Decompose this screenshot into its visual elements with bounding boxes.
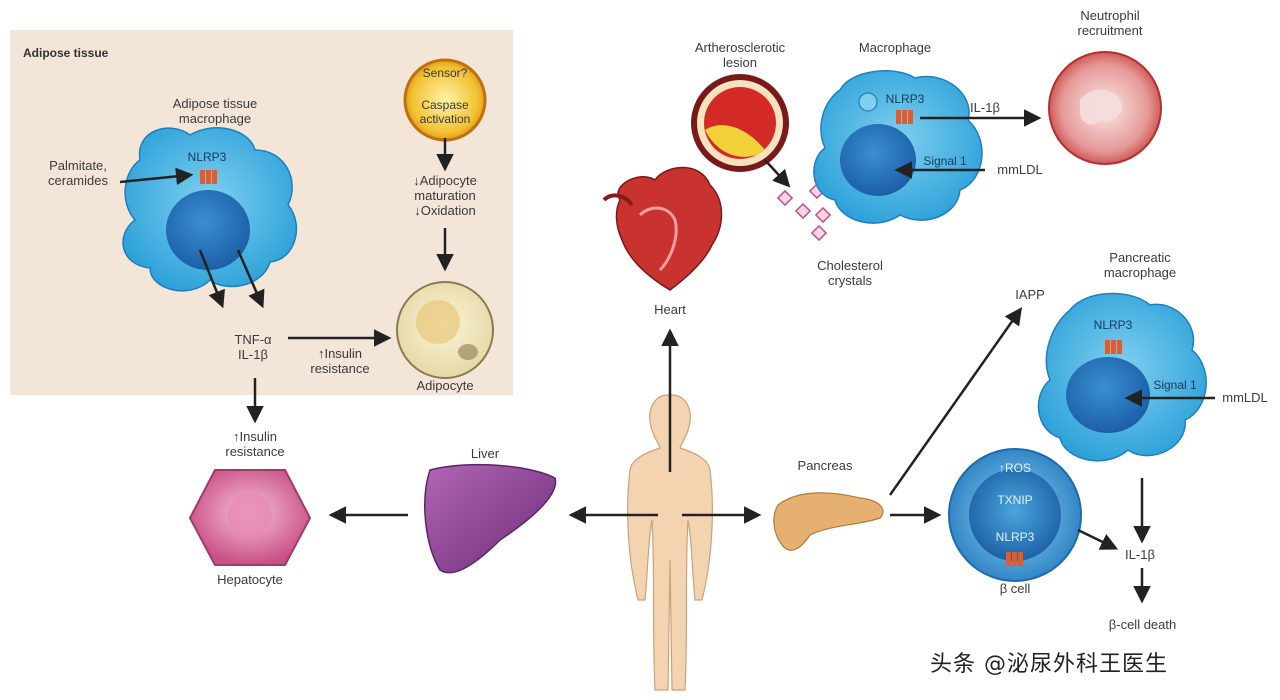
human-body-silhouette <box>627 394 713 691</box>
heart-organ <box>602 166 723 291</box>
hepatic-insulin-resistance-label: ↑Insulin resistance <box>225 429 285 459</box>
heart-nlrp3-label: NLRP3 <box>885 92 925 106</box>
adipose-nlrp3-label: NLRP3 <box>187 150 227 164</box>
adipocyte-cell <box>396 281 494 379</box>
pancreatic-macrophage-label: Pancreatic macrophage <box>1103 250 1177 280</box>
atherosclerotic-lesion <box>691 74 789 172</box>
heart-il1b-label: IL-1β <box>970 100 1000 115</box>
beta-cell-death-label: β-cell death <box>1108 617 1177 632</box>
liver-label: Liver <box>470 446 500 461</box>
iapp-label: IAPP <box>1015 287 1045 302</box>
pancreatic-signal-label: Signal 1 <box>1153 378 1197 392</box>
pancreatic-mmldl-label: mmLDL <box>1222 390 1268 405</box>
adipocyte-maturation-label: ↓Adipocyte maturation ↓Oxidation <box>413 173 477 218</box>
beta-cell-label: β cell <box>999 581 1031 596</box>
heart-mmldl-label: mmLDL <box>997 162 1043 177</box>
txnip-label: TXNIP <box>997 493 1033 507</box>
macrophage-label: Macrophage <box>858 40 932 55</box>
panel-title: Adipose tissue <box>23 46 109 60</box>
beta-nlrp3-label: NLRP3 <box>995 530 1035 544</box>
heart-arrows <box>764 109 1042 188</box>
adipose-macrophage-label: Adipose tissue macrophage <box>172 96 258 126</box>
adipose-arrows <box>119 138 454 424</box>
tnf-il1b-label: TNF-α IL-1β <box>234 332 272 362</box>
heart-signal-label: Signal 1 <box>923 154 967 168</box>
body-arrows <box>328 328 762 524</box>
beta-cell <box>948 448 1082 582</box>
palmitate-label: Palmitate, ceramides <box>48 158 108 188</box>
heart-label: Heart <box>654 302 686 317</box>
lesion-label: Artherosclerotic lesion <box>694 40 786 70</box>
pancreatic-il1b-label: IL-1β <box>1125 547 1155 562</box>
cholesterol-crystals-label: Cholesterol crystals <box>817 258 883 288</box>
pancreas-organ <box>773 492 884 551</box>
pancreas-label: Pancreas <box>797 458 853 473</box>
hepatocyte-cell <box>188 469 312 566</box>
neutrophil-label: Neutrophil recruitment <box>1077 8 1143 38</box>
adipose-macrophage-cell <box>122 127 298 292</box>
pancreatic-macrophage-cell <box>1037 292 1207 462</box>
heart-macrophage-cell <box>813 70 983 224</box>
liver-organ <box>424 463 557 574</box>
neutrophil-cell <box>1048 51 1162 165</box>
watermark: 头条 @泌尿外科王医生 <box>930 652 1168 677</box>
adipose-insulin-resistance-label: ↑Insulin resistance <box>310 346 370 376</box>
pancreas-arrows <box>888 307 1215 604</box>
caspase-label: Caspase activation <box>419 98 471 126</box>
hepatocyte-label: Hepatocyte <box>217 572 283 587</box>
ros-label: ↑ROS <box>998 461 1031 475</box>
pancreatic-nlrp3-label: NLRP3 <box>1093 318 1133 332</box>
adipocyte-label: Adipocyte <box>416 378 474 393</box>
sensor-label: Sensor? <box>422 66 468 80</box>
